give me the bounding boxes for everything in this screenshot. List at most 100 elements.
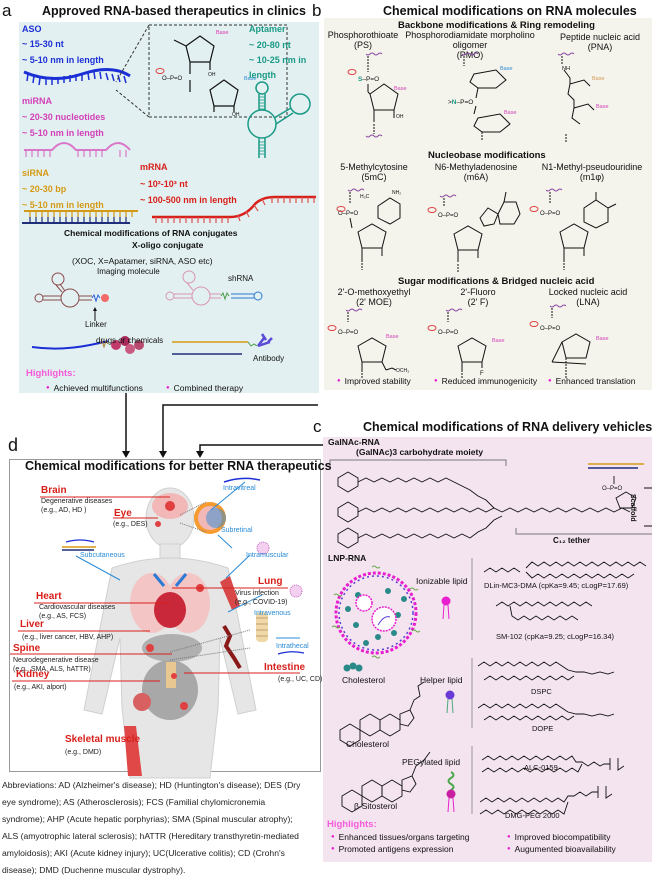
ps-name: Phosphorothioate [327, 30, 399, 40]
m6a-structure: O–P=O [427, 191, 521, 272]
panel-c-highlights-title: Highlights: [327, 819, 377, 830]
pna-name: Peptide nucleic acid [559, 32, 641, 42]
spine-desc-line: Neurodegenerative disease [13, 657, 99, 664]
aptamer-length-nt: ~ 20-80 nt [249, 40, 291, 50]
lna-abbr: (LNA) [576, 296, 600, 307]
linker-arrow [93, 307, 97, 321]
panel-a-highlights-title: Highlights: [26, 368, 76, 379]
panel-b-highlight-item: Reduced immunogenicity [434, 376, 537, 386]
organ-label-brain: Brain [41, 485, 67, 496]
mirna-length-nm: ~ 5-10 nm in length [22, 128, 104, 138]
pmo-structure: >N–P=O Base Base [448, 52, 517, 140]
organ-label-liver: Liver [20, 619, 44, 630]
fluoro-base-label: Base [492, 338, 505, 344]
virus-icon-intramuscular [256, 541, 270, 555]
organ-desc-heart: Cardiovascular diseases(e.g., AS, FCS) [39, 604, 115, 622]
dmg-peg-2000-label: DMG-PEG 2000 [505, 811, 560, 820]
panel-b-background [324, 18, 652, 390]
svg-text:O–P=O: O–P=O [162, 76, 183, 82]
sirna-antibody-conjugate-illustration [172, 333, 273, 355]
pmo-label: Phosphorodiamidate morpholino oligomer(P… [404, 30, 536, 61]
panel-c-letter: c [313, 417, 322, 436]
pmo-base-label-2: Base [504, 110, 517, 116]
pegylated-lipid-label: PEGylated lipid [402, 757, 461, 767]
svg-text:H₃C: H₃C [360, 194, 370, 200]
organ-label-heart: Heart [36, 591, 62, 602]
ionizable-lipid-structures [471, 558, 647, 640]
ionizable-lipid-icon [441, 596, 451, 620]
svg-text:OH: OH [208, 72, 216, 78]
strand-icon-intravitreal [223, 477, 261, 483]
organ-label-skeletal-muscle: Skeletal muscle [65, 734, 141, 745]
pna-label: Peptide nucleic acid(PNA) [550, 32, 650, 53]
svg-text:O–P=O: O–P=O [438, 213, 459, 219]
nucleobase-section-title: Nucleobase modifications [428, 150, 546, 161]
route-intravenous: Intravenous [254, 610, 291, 617]
strand-icon-intrathecal [277, 651, 305, 655]
galnac-moiety-label: (GalNAc)3 carbohydrate moiety [356, 447, 484, 457]
moe-abbr: (2' MOE) [356, 296, 392, 307]
m1psi-label: N1-Methyl-pseudouridine(m1φ) [536, 162, 648, 183]
fluoro-label: 2'-Fluoro(2' F) [448, 287, 508, 308]
eye-illustration [194, 502, 226, 534]
panel-b-letter: b [312, 1, 322, 20]
brain-desc-line: (e.g., AD, HD ) [41, 506, 87, 514]
m6a-abbr: (m6A) [463, 171, 489, 182]
route-subcutaneous: Subcutaneous [80, 552, 125, 559]
cholesterol-icon-label: Cholesterol [342, 675, 385, 685]
organ-label-eye: Eye [114, 508, 132, 519]
moe-structure: O–P=O Base OCH₃ [327, 308, 409, 378]
pna-abbr: (PNA) [587, 41, 613, 52]
mirna-name: miRNA [22, 96, 53, 106]
sterol-structures [339, 681, 431, 813]
aptamer-imaging-conjugate-illustration [34, 272, 109, 308]
svg-text:Base: Base [216, 30, 229, 36]
shrna-label: shRNA [228, 274, 254, 283]
svg-text:O–P=O: O–P=O [438, 330, 459, 336]
beta-sitosterol-label: β-Sitosterol [354, 801, 398, 811]
lung-desc-line: (e.g., COVID-19) [235, 598, 288, 606]
organ-desc-liver: (e.g., liver cancer, HBV, AHP) [22, 634, 114, 641]
aso-drug-conjugate-illustration [31, 336, 144, 354]
sugar-section-title: Sugar modifications & Bridged nucleic ac… [398, 276, 595, 287]
heart-desc-line: Cardiovascular diseases [39, 604, 116, 611]
ps-oh-label: OH [396, 114, 404, 120]
conjugates-subtitle: X-oligo conjugate [132, 240, 204, 250]
m1psi-structure: O–P=O [529, 188, 617, 270]
route-intramuscular: Intramuscular [246, 552, 289, 559]
moe-name: 2'-O-methoxyethyl [337, 287, 411, 297]
imaging-molecule-label: Imaging molecule [97, 267, 160, 276]
panel-a-title: Approved RNA-based therapeutics in clini… [42, 4, 306, 18]
panel-a-letter: a [2, 1, 12, 20]
5mc-label: 5-Methylcytosine(5mC) [334, 162, 414, 183]
sirna-length-bp: ~ 20-30 bp [22, 184, 67, 194]
dlin-mc3-dma-label: DLin-MC3-DMA (cpKa=9.45; cLogP=17.69) [484, 581, 629, 590]
panel-c-highlight-item: Enhanced tissues/organs targeting [331, 832, 470, 842]
moe-base-label: Base [386, 334, 399, 340]
lna-name: Locked nucleic acid [548, 287, 628, 297]
human-body-illustration [83, 487, 257, 779]
scaffold-label: Scaffold [629, 494, 636, 522]
mrna-strand-illustration [152, 195, 316, 223]
moe-och3-label: OCH₃ [396, 368, 409, 374]
aso-length-nm: ~ 5-10 nm in length [22, 55, 104, 65]
ps-structure: S–P=O Base OH [347, 52, 407, 138]
organ-label-intestine: Intestine [264, 662, 306, 673]
cholesterol-label: Cholesterol [346, 739, 389, 749]
5mc-name: 5-Methylcytosine [340, 162, 408, 172]
spine-desc-line: (e.g., SMA, ALS, hATTR) [13, 665, 91, 673]
sm-102-label: SM-102 (cpKa=9.25; cLogP=16.34) [496, 632, 614, 641]
route-intravitreal: Intravitreal [223, 485, 256, 492]
galnac-structure: O–P=O [329, 459, 652, 549]
sirna-duplex-illustration [22, 210, 138, 224]
panel-a-background [19, 22, 319, 393]
aptamer-name: Aptamer [249, 24, 286, 34]
lna-base-label: Base [596, 336, 609, 342]
panel-d-title: Chemical modifications for better RNA th… [25, 459, 332, 473]
aso-length-nt: ~ 15-30 nt [22, 39, 64, 49]
drugs-label: drugs or chemicals [96, 336, 164, 345]
svg-text:>N–P=O: >N–P=O [448, 99, 473, 106]
organ-label-spine: Spine [13, 643, 41, 654]
route-subretinal: Subretinal [221, 527, 253, 534]
c12-tether-label: C₁₂ tether [553, 536, 591, 545]
